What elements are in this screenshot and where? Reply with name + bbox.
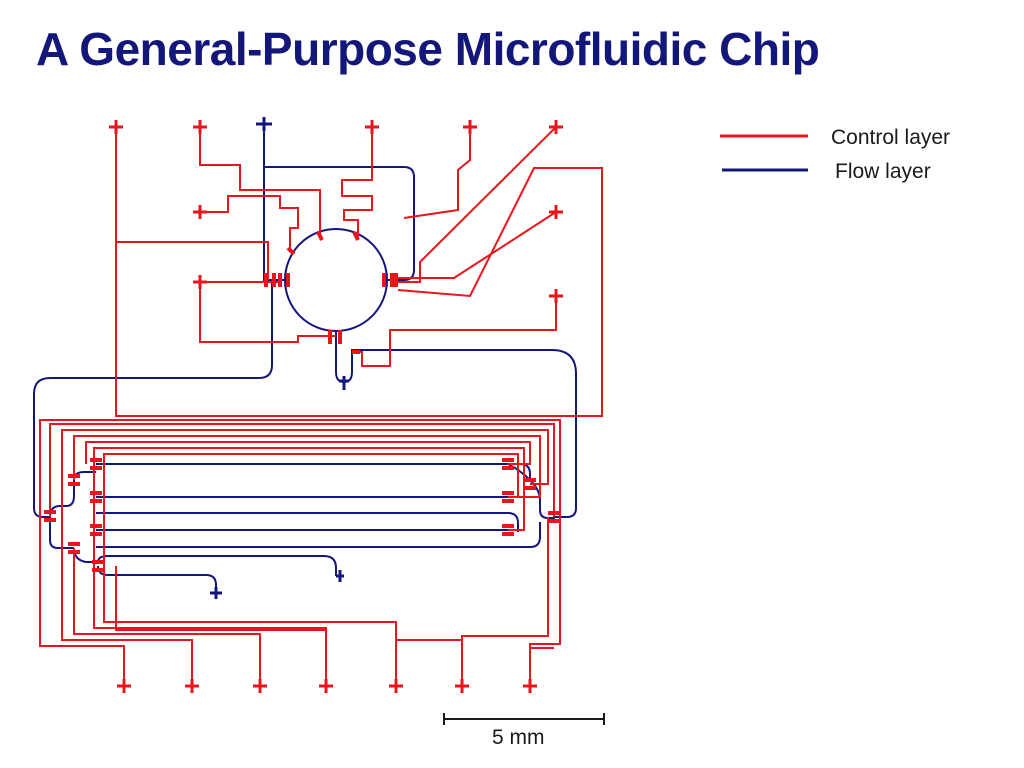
flow-channel [49,517,74,549]
control-line [529,647,554,686]
control-line [199,282,336,343]
control-line [73,548,261,686]
control-line [73,435,541,498]
control-line [85,441,531,465]
flow-channel [351,349,577,518]
control-line [49,423,555,517]
control-line [61,429,549,485]
control-layer [39,120,603,693]
control-line [390,211,557,279]
control-line [61,480,193,686]
legend-flow-label: Flow layer [835,160,931,183]
control-line [115,566,326,631]
flow-channel [96,512,519,532]
control-line [461,517,549,686]
legend-control-label: Control layer [831,126,951,149]
control-line [200,195,299,252]
flow-channel [264,166,415,281]
control-line [396,126,557,283]
control-line [395,639,463,686]
rotary-mixer-ring [284,228,388,332]
flow-channel [97,555,337,576]
flow-channel [96,463,531,480]
control-line [39,517,125,686]
control-line [115,127,269,280]
valve-marks [44,231,560,572]
flow-channel [96,522,541,548]
scale-bar-label: 5 mm [492,726,545,749]
page-title: A General-Purpose Microfluidic Chip [36,23,820,75]
flow-port-marks [210,117,349,599]
control-line [103,530,397,686]
control-line [403,127,471,219]
control-line [115,127,603,417]
control-port-marks [109,120,563,693]
control-line [199,127,321,236]
control-line [103,453,519,530]
flow-channel [507,463,555,519]
control-line [93,447,525,531]
control-line [341,127,373,238]
control-line [352,296,557,367]
scale-bar [443,713,605,725]
flow-channel [33,280,273,518]
